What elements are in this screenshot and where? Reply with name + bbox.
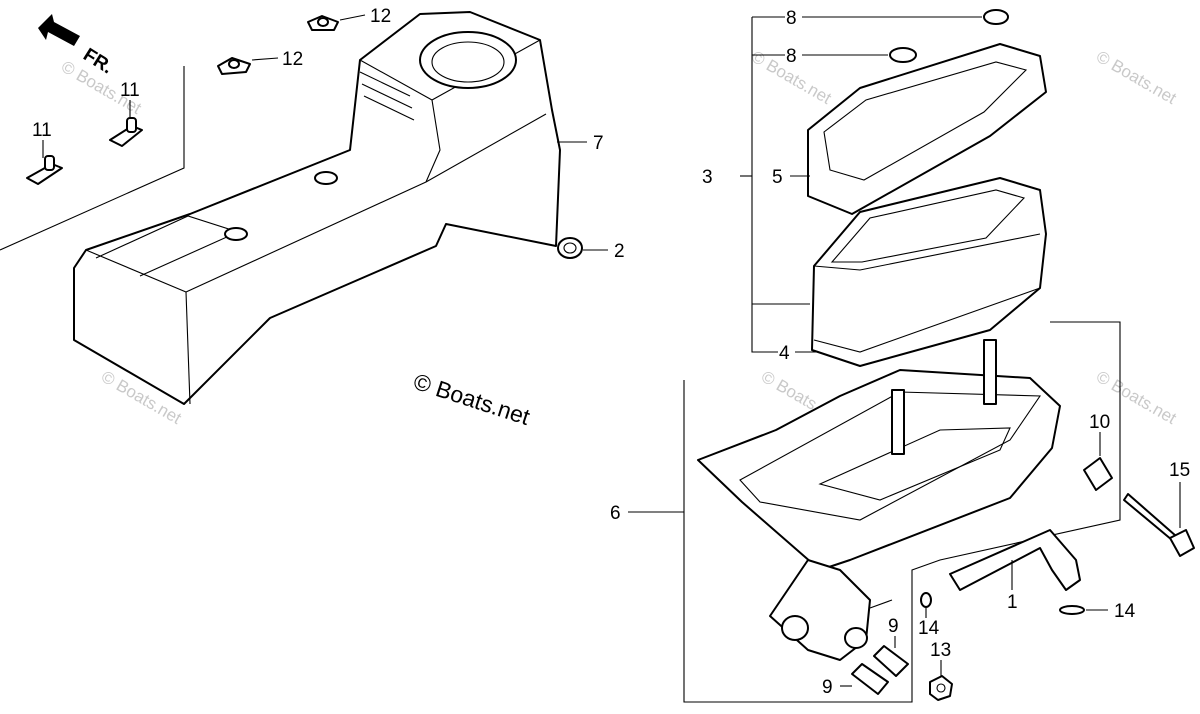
- part-9-collar-b: [851, 663, 889, 695]
- label-part-8b: 8: [786, 46, 797, 67]
- label-part-12a: 12: [370, 6, 391, 27]
- part-7-air-cleaner-cover: [73, 11, 561, 405]
- label-part-6: 6: [610, 503, 621, 524]
- part-9-collar-a: [873, 645, 909, 677]
- part-15-bolt: [1123, 493, 1195, 557]
- label-part-1: 1: [1007, 592, 1018, 613]
- part-11-knob-a: [109, 117, 143, 147]
- label-part-2: 2: [614, 241, 625, 262]
- label-part-9b: 9: [822, 677, 833, 698]
- part-8-grommet-a: [983, 9, 1009, 25]
- copyright-text: © Boats.net: [410, 368, 533, 430]
- label-part-9a: 9: [888, 616, 899, 637]
- part-6-air-cleaner-base: [697, 339, 1061, 661]
- group-border: [0, 66, 185, 251]
- label-part-12b: 12: [282, 49, 303, 70]
- part-10-collar: [1083, 457, 1113, 491]
- part-11-knob-b: [26, 155, 63, 185]
- part-13-nut: [929, 675, 953, 701]
- label-part-14b: 14: [1114, 601, 1136, 622]
- label-part-10: 10: [1089, 412, 1110, 433]
- label-part-13: 13: [930, 640, 951, 661]
- part-5-foam-element: [807, 43, 1047, 215]
- label-part-5: 5: [772, 167, 783, 188]
- part-12-wing-nut-a: [307, 15, 339, 31]
- label-part-7: 7: [593, 133, 604, 154]
- label-part-8a: 8: [786, 8, 797, 29]
- label-part-11a: 11: [120, 80, 140, 101]
- label-part-11b: 11: [32, 120, 52, 141]
- part-14-clip-b: [1059, 605, 1085, 615]
- arrow-icon: [38, 14, 80, 46]
- part-1-tube: [949, 529, 1081, 591]
- label-part-3: 3: [702, 167, 713, 188]
- watermark-5: © Boats.net: [1093, 47, 1180, 108]
- callout-labels: 1 2 3 4 5 6 7 8 8 9 9 10 11 11 12 12 13 …: [32, 6, 1190, 698]
- part-2-grommet: [557, 237, 583, 259]
- label-part-14a: 14: [918, 618, 940, 639]
- label-part-4: 4: [779, 343, 790, 364]
- part-8-grommet-b: [889, 47, 917, 63]
- part-4-paper-element: [811, 177, 1047, 367]
- part-14-clip-a: [920, 592, 932, 608]
- part-12-wing-nut-b: [217, 57, 251, 75]
- label-part-15: 15: [1169, 460, 1190, 481]
